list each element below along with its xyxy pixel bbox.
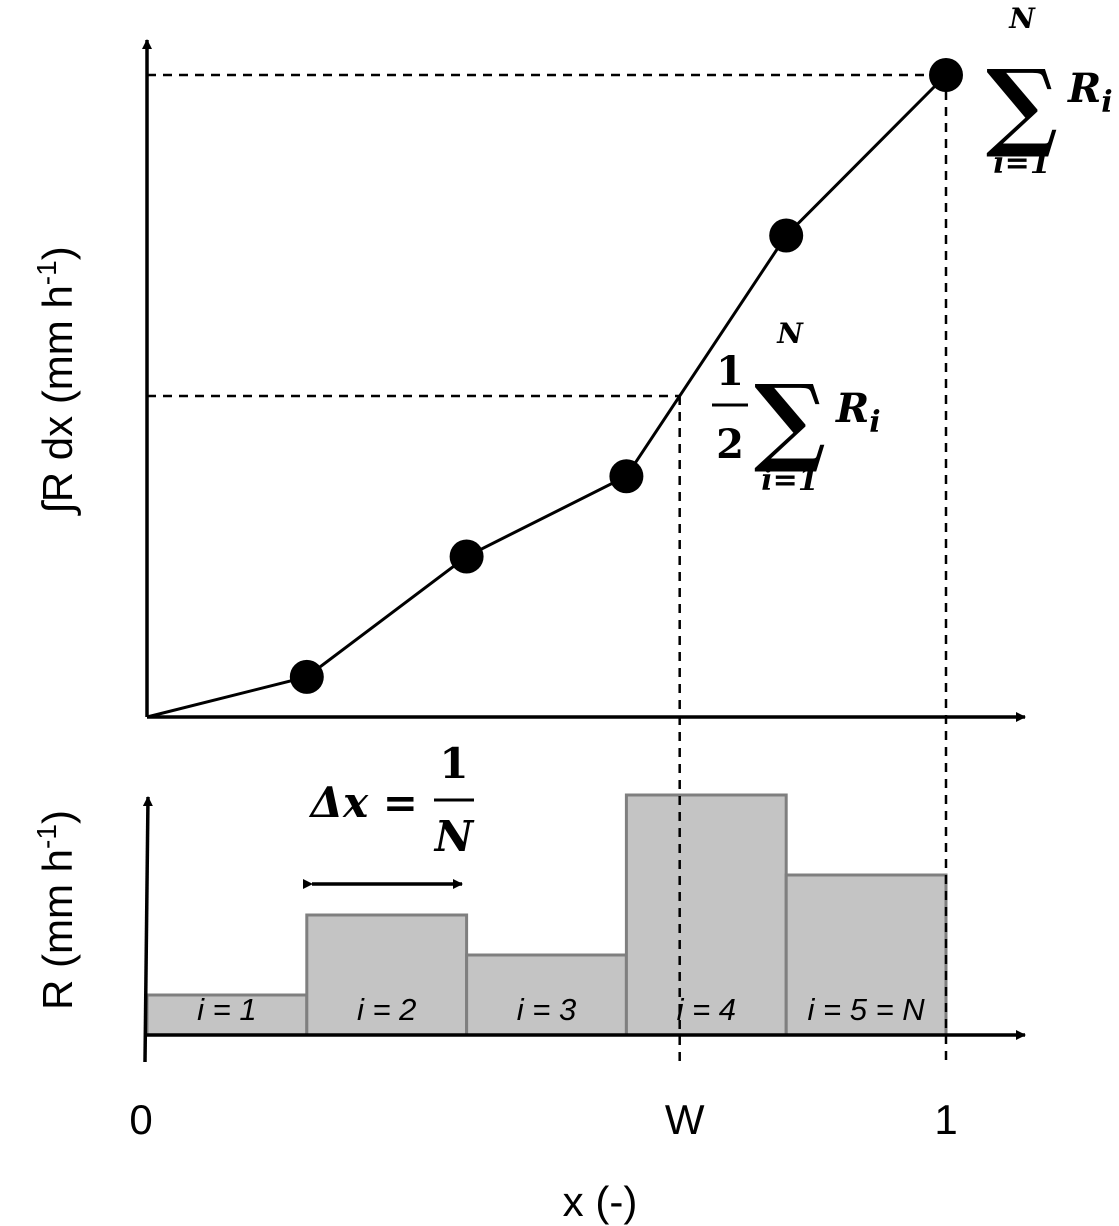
half-sum-lower-limit: i=1 xyxy=(761,463,818,498)
bin-label-1: i = 1 xyxy=(197,992,256,1027)
half-sum-symbol: ∑ xyxy=(754,363,826,476)
lower-y-axis xyxy=(142,796,153,1063)
total-sum-annotation: N ∑ i=1 Ri xyxy=(986,2,1113,181)
cumulative-point-3 xyxy=(609,459,644,494)
delta-numerator: 1 xyxy=(439,739,468,788)
delta-x-annotation: Δx = 1 N xyxy=(303,739,475,889)
bin-label-5: i = 5 = N xyxy=(808,992,926,1027)
bin-label-2: i = 2 xyxy=(357,992,416,1027)
bin-label-4: i = 4 xyxy=(677,992,736,1027)
tick-label-one: 1 xyxy=(934,1096,957,1143)
bin-bar-3 xyxy=(465,953,628,1037)
sum-symbol: ∑ xyxy=(986,48,1058,161)
bin-label-3: i = 3 xyxy=(517,992,576,1027)
tick-label-w: W xyxy=(665,1096,705,1143)
bin-bar-5 xyxy=(784,873,948,1037)
half-sum-annotation: 1 2 N ∑ i=1 Ri xyxy=(712,317,881,498)
lower-panel: i = 1 i = 2 i = 3 i = 4 i = 5 = N R (mm h-1)… xyxy=(31,739,1026,1063)
bin-bar-2 xyxy=(305,913,469,1037)
sum-upper-limit: N xyxy=(1008,2,1036,35)
upper-panel: ∫R dx (mm h-1) N ∑ i=1 Ri 1 2 N ∑ i=1 Ri xyxy=(31,2,1113,722)
sum-term: Ri xyxy=(1067,65,1113,120)
sum-lower-limit: i=1 xyxy=(993,146,1050,181)
upper-y-label: ∫R dx (mm h-1) xyxy=(31,246,81,515)
half-denominator: 2 xyxy=(716,421,744,468)
cumulative-points xyxy=(289,58,963,694)
half-sum-upper-limit: N xyxy=(776,317,804,350)
half-numerator: 1 xyxy=(716,348,744,395)
cumulative-curve xyxy=(146,73,948,719)
x-axis-label: x (-) xyxy=(563,1178,638,1225)
rainfall-bins: i = 1 i = 2 i = 3 i = 4 i = 5 = N xyxy=(145,793,948,1037)
cumulative-point-2 xyxy=(449,539,484,574)
lower-y-label: R (mm h-1) xyxy=(31,810,81,1010)
delta-denominator: N xyxy=(433,812,475,861)
delta-x-lhs: Δx = xyxy=(309,778,418,827)
half-sum-term: Ri xyxy=(835,385,881,440)
cumulative-point-1 xyxy=(289,659,324,694)
cumulative-point-4 xyxy=(769,218,804,253)
tick-label-zero: 0 xyxy=(129,1096,152,1143)
